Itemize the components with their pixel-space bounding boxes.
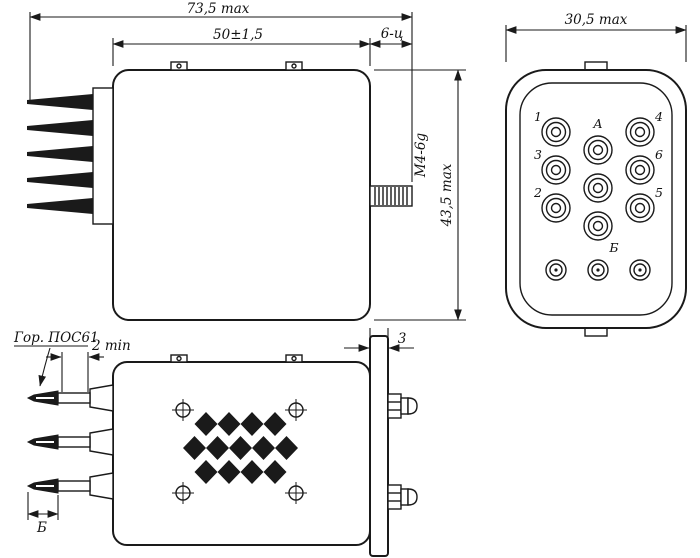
relay-body xyxy=(112,69,371,321)
pin-wedge xyxy=(27,172,93,188)
pin-label-a: А xyxy=(592,116,602,131)
dim-flange-label: 3 xyxy=(398,331,407,347)
solder-pin xyxy=(26,472,114,500)
dim-tip-length-label: Б xyxy=(36,520,47,536)
solder-note-label: Гор. ПОС61 xyxy=(13,330,99,346)
pin-label-2: 2 xyxy=(533,185,542,200)
pin-label-5: 5 xyxy=(655,185,663,200)
tab-hole xyxy=(291,355,297,362)
dim-overall-label: 73,5 max xyxy=(187,1,250,17)
socket-pin xyxy=(583,173,613,203)
registration-mark xyxy=(285,399,307,421)
dim-height-label: 43,5 max xyxy=(439,163,455,227)
pin-label-1: 1 xyxy=(534,109,542,124)
thread-spec-label: М4-6g xyxy=(413,133,429,179)
side-view: 73,5 max 50±1,5 6-ц 43,5 max М4-6g xyxy=(27,1,466,321)
tab-hole xyxy=(291,63,297,69)
socket-pin-small xyxy=(545,259,567,281)
pin-label-3: 3 xyxy=(534,147,542,162)
socket-pin xyxy=(625,117,655,147)
socket-pin xyxy=(625,193,655,223)
socket-pin xyxy=(541,155,571,185)
socket-pin xyxy=(583,211,613,241)
solder-pin xyxy=(26,428,114,456)
socket-pin xyxy=(541,193,571,223)
socket-pin-small xyxy=(629,259,651,281)
registration-mark xyxy=(172,399,194,421)
pin-label-b: Б xyxy=(608,240,618,255)
socket-pin xyxy=(625,155,655,185)
dim-solder-min-label: 2 min xyxy=(91,338,131,354)
tab-hole xyxy=(176,63,182,69)
solder-pin xyxy=(26,384,114,412)
tab-hole xyxy=(176,355,182,362)
bottom-view: Гор. ПОС61 2 min Б xyxy=(13,328,418,557)
pin-wedge xyxy=(27,120,93,136)
pin-wedge xyxy=(27,198,93,214)
mounting-flange xyxy=(369,335,389,557)
registration-mark xyxy=(285,482,307,504)
registration-mark xyxy=(172,482,194,504)
vent-pattern xyxy=(183,412,298,484)
socket-pin-small xyxy=(587,259,609,281)
leader-line xyxy=(38,347,51,387)
pin-wedge xyxy=(27,146,93,162)
thread-hatching xyxy=(374,187,408,205)
socket-pin xyxy=(583,135,613,165)
front-view: 30,5 max xyxy=(505,12,687,337)
pin-label-6: 6 xyxy=(655,147,663,162)
dim-front-width-label: 30,5 max xyxy=(565,12,628,28)
pin-block xyxy=(92,87,114,225)
socket-pin xyxy=(541,117,571,147)
dim-body-width-label: 50±1,5 xyxy=(213,27,263,43)
pin-wedge xyxy=(27,94,93,110)
flange-stud xyxy=(387,484,418,510)
dim-stud-length-label: 6-ц xyxy=(381,26,404,42)
pin-label-4: 4 xyxy=(654,109,663,124)
flange-stud xyxy=(387,393,418,419)
